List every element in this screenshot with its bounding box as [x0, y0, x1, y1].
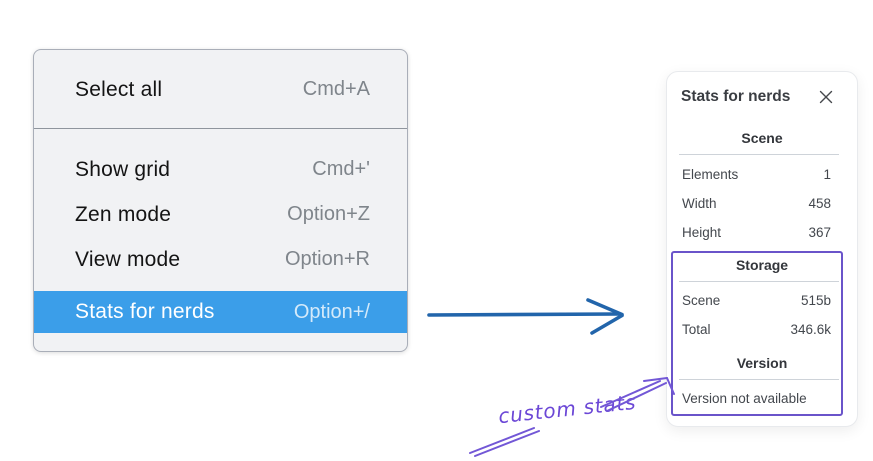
- custom-stats-annotation-label: custom stats: [497, 389, 638, 429]
- stat-row-scene-storage: Scene 515b: [667, 286, 857, 315]
- menu-item-select-all[interactable]: Select all Cmd+A: [34, 67, 407, 112]
- stat-value: 367: [808, 225, 831, 240]
- stat-value: 458: [808, 196, 831, 211]
- annotation-arrow-icon: [469, 377, 675, 457]
- close-icon[interactable]: [818, 90, 833, 105]
- stat-value: 1: [823, 167, 831, 182]
- menu-item-stats-for-nerds[interactable]: Stats for nerds Option+/: [34, 291, 407, 333]
- stat-row-elements: Elements 1: [667, 160, 857, 189]
- scene-rows: Elements 1 Width 458 Height 367: [667, 160, 857, 247]
- menu-divider: [34, 128, 407, 129]
- menu-item-label: Stats for nerds: [75, 300, 215, 323]
- section-divider: [679, 281, 839, 282]
- menu-item-shortcut: Option+R: [284, 248, 370, 270]
- blue-arrow-icon: [427, 298, 624, 335]
- menu-group-top: Select all Cmd+A: [34, 50, 407, 112]
- stats-panel: Stats for nerds Scene Elements 1 Width 4…: [666, 71, 858, 427]
- stat-value: 346.6k: [790, 322, 831, 337]
- stat-label: Total: [682, 322, 711, 337]
- menu-item-label: Zen mode: [75, 202, 172, 226]
- stat-label: Height: [682, 225, 722, 240]
- stat-label: Width: [682, 196, 717, 211]
- section-divider: [679, 154, 839, 155]
- section-heading-version: Version: [736, 355, 788, 371]
- version-note: Version not available: [682, 391, 807, 406]
- menu-item-shortcut: Cmd+A: [302, 78, 370, 100]
- storage-rows: Scene 515b Total 346.6k: [667, 286, 857, 344]
- section-divider: [679, 379, 839, 380]
- stat-row-height: Height 367: [667, 218, 857, 247]
- stat-label: Scene: [682, 293, 721, 308]
- menu-item-shortcut: Option+/: [293, 300, 370, 323]
- menu-item-show-grid[interactable]: Show grid Cmd+': [34, 147, 407, 192]
- stat-row-total-storage: Total 346.6k: [667, 315, 857, 344]
- stat-value: 515b: [800, 293, 831, 308]
- stats-panel-header: Stats for nerds: [667, 72, 857, 106]
- stat-label: Elements: [682, 167, 739, 182]
- menu-item-view-mode[interactable]: View mode Option+R: [34, 237, 407, 282]
- context-menu: Select all Cmd+A Show grid Cmd+' Zen mod…: [33, 49, 408, 352]
- menu-item-zen-mode[interactable]: Zen mode Option+Z: [34, 192, 407, 237]
- menu-item-label: View mode: [75, 247, 181, 271]
- stat-row-width: Width 458: [667, 189, 857, 218]
- menu-item-shortcut: Option+Z: [287, 203, 370, 225]
- menu-item-label: Select all: [75, 77, 163, 101]
- menu-item-label: Show grid: [75, 157, 171, 181]
- stats-panel-title: Stats for nerds: [681, 88, 791, 105]
- menu-item-shortcut: Cmd+': [312, 158, 370, 180]
- section-heading-scene: Scene: [741, 130, 783, 146]
- section-heading-storage: Storage: [735, 257, 789, 273]
- menu-group-bottom: Show grid Cmd+' Zen mode Option+Z View m…: [34, 129, 407, 333]
